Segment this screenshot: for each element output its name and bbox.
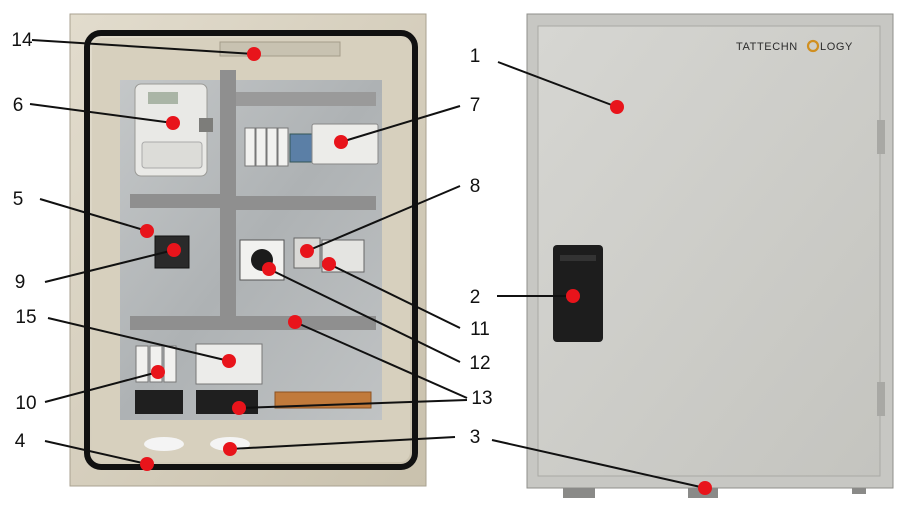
marker-15 xyxy=(222,354,236,368)
label-5: 5 xyxy=(13,189,24,210)
marker-13a xyxy=(288,315,302,329)
leader-line-8 xyxy=(306,185,461,252)
top-cable-duct xyxy=(236,92,376,106)
leader-line-3 xyxy=(491,439,706,489)
lower-cable-duct xyxy=(130,316,376,330)
cabinet-foot-left xyxy=(563,488,595,498)
cabinet-foot-right xyxy=(852,488,866,494)
vertical-cable-duct xyxy=(220,70,236,320)
brand-text-after: LOGY xyxy=(820,41,853,53)
top-breakers xyxy=(244,127,313,167)
label-8: 8 xyxy=(470,176,481,197)
marker-8 xyxy=(300,244,314,258)
leader-line-5 xyxy=(39,198,148,232)
door-hinge-upper xyxy=(877,120,885,154)
leader-line-10 xyxy=(44,371,159,403)
marker-6 xyxy=(166,116,180,130)
label-1: 1 xyxy=(470,46,481,67)
marker-2 xyxy=(566,289,580,303)
label-15: 15 xyxy=(15,307,36,328)
bottom-breakers xyxy=(135,343,263,385)
red-markers xyxy=(140,47,712,495)
brand-logo-o-icon xyxy=(806,39,820,53)
label-6: 6 xyxy=(13,95,24,116)
label-14: 14 xyxy=(11,30,33,51)
leader-line-15 xyxy=(47,317,230,362)
leader-line-4 xyxy=(44,440,148,465)
label-10: 10 xyxy=(15,393,36,414)
marker-13b xyxy=(232,401,246,415)
leader-line-13b xyxy=(238,399,468,409)
leader-line-6 xyxy=(29,103,174,124)
number-labels: 1 2 3 4 5 6 7 8 9 10 11 12 13 14 15 xyxy=(11,30,492,452)
door-hinge-lower xyxy=(877,382,885,416)
marker-3-closed xyxy=(698,481,712,495)
cable-entry-left xyxy=(144,437,184,451)
middle-cable-duct-left xyxy=(130,194,220,208)
brand-logo: TATTECHN LOGY xyxy=(736,39,853,53)
closed-cabinet: TATTECHN LOGY xyxy=(526,13,894,498)
label-9: 9 xyxy=(15,272,26,293)
marker-9 xyxy=(167,243,181,257)
leader-line-13a xyxy=(294,321,468,399)
electric-meter xyxy=(134,83,213,177)
middle-cable-duct-right xyxy=(236,196,376,210)
label-13: 13 xyxy=(471,388,492,409)
label-7: 7 xyxy=(470,95,481,116)
label-2: 2 xyxy=(470,287,481,308)
leader-line-9 xyxy=(44,249,175,283)
leader-line-14 xyxy=(31,39,255,55)
marker-10 xyxy=(151,365,165,379)
label-3: 3 xyxy=(470,427,481,448)
terminal-block-center xyxy=(196,390,258,414)
brand-text-before: TATTECHN xyxy=(736,41,798,53)
marker-1 xyxy=(610,100,624,114)
door-seal xyxy=(84,30,418,470)
marker-4 xyxy=(140,457,154,471)
marker-14 xyxy=(247,47,261,61)
label-11: 11 xyxy=(470,319,490,340)
leader-line-11 xyxy=(328,263,461,329)
leader-line-1 xyxy=(497,61,618,108)
leader-lines xyxy=(29,39,706,489)
marker-3-open xyxy=(223,442,237,456)
terminal-block-left xyxy=(135,390,183,414)
marker-7 xyxy=(334,135,348,149)
open-cabinet xyxy=(69,13,427,487)
label-12: 12 xyxy=(469,353,490,374)
leader-line-12 xyxy=(268,268,461,363)
marker-11 xyxy=(322,257,336,271)
label-4: 4 xyxy=(15,431,26,452)
marker-12 xyxy=(262,262,276,276)
leader-line-3b xyxy=(229,436,456,450)
marker-5 xyxy=(140,224,154,238)
leader-line-7 xyxy=(340,105,461,143)
